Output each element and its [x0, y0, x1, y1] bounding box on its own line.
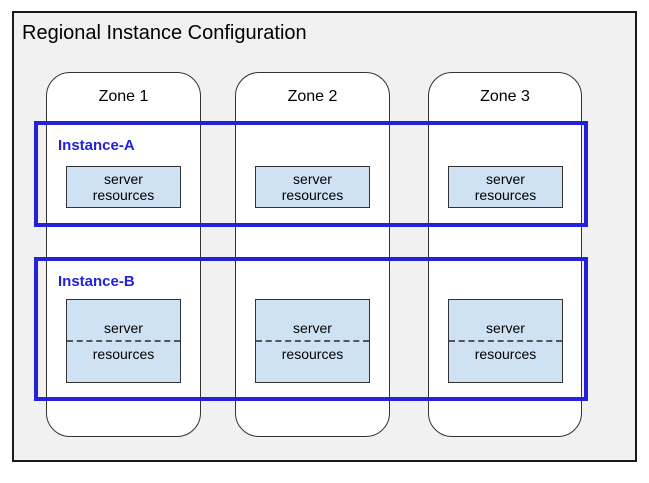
server-resources-line2: resources: [281, 346, 344, 362]
instance-b-boundary: Instance-B: [34, 257, 588, 401]
zone-1-label: Zone 1: [98, 88, 149, 105]
server-resources-box-b-zone1: server resources: [66, 299, 181, 383]
server-resources-box-a-zone1: server resources: [66, 166, 181, 208]
instance-a-boundary: Instance-A: [34, 121, 588, 227]
server-resources-line2: resources: [92, 187, 155, 203]
server-resources-line2: resources: [92, 346, 155, 362]
server-resources-box-b-zone2: server resources: [255, 299, 370, 383]
instance-a-label: Instance-A: [58, 137, 135, 154]
server-resources-line2: resources: [281, 187, 344, 203]
server-resources-line1: server: [104, 170, 143, 187]
dashed-divider: [256, 340, 369, 342]
server-resources-line1: server: [104, 319, 143, 336]
server-resources-box-a-zone2: server resources: [255, 166, 370, 208]
dashed-divider: [67, 340, 180, 342]
server-resources-box-b-zone3: server resources: [448, 299, 563, 383]
instance-b-label: Instance-B: [58, 273, 135, 290]
zone-2-label: Zone 2: [287, 88, 338, 105]
server-resources-line2: resources: [474, 187, 537, 203]
server-resources-line1: server: [486, 319, 525, 336]
dashed-divider: [449, 340, 562, 342]
server-resources-box-a-zone3: server resources: [448, 166, 563, 208]
diagram-title: Regional Instance Configuration: [22, 22, 307, 44]
server-resources-line1: server: [293, 319, 332, 336]
server-resources-line2: resources: [474, 346, 537, 362]
server-resources-line1: server: [486, 170, 525, 187]
zone-3-label: Zone 3: [480, 88, 530, 105]
server-resources-line1: server: [293, 170, 332, 187]
